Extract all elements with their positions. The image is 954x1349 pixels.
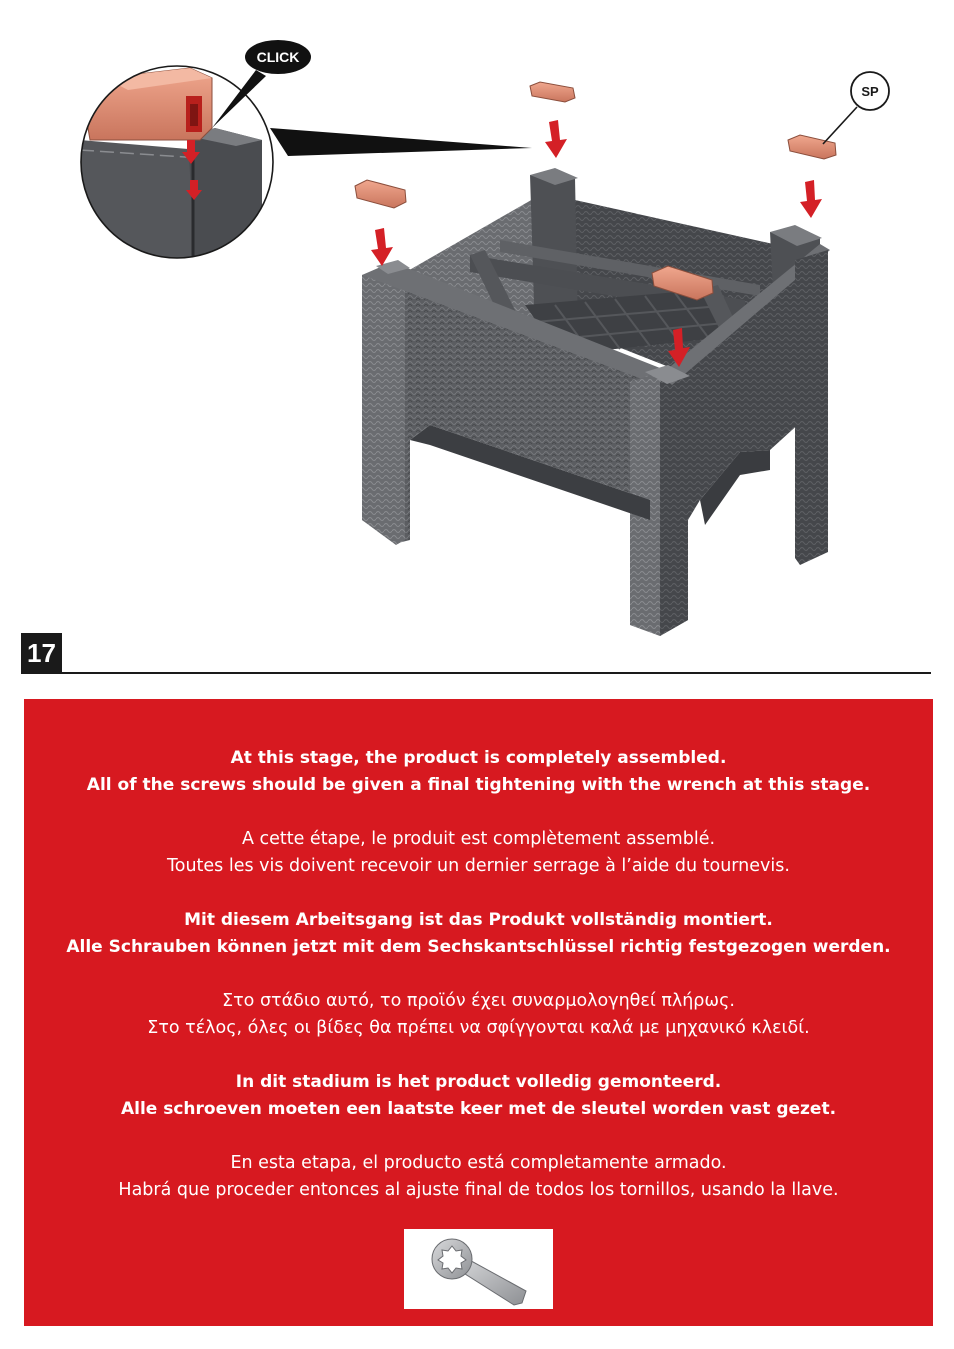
instruction-line: At this stage, the product is completely… [230,748,727,768]
click-label: CLICK [257,49,300,65]
assembly-illustration: SP CLICK [80,40,890,636]
down-arrow-icon [800,180,822,218]
instruction-german: Mit diesem Arbeitsgang ist das Produkt v… [24,907,933,961]
sp-leader-line [822,106,858,145]
spare-part-callout: SP [850,71,890,111]
end-cap-icon [354,179,407,209]
click-pointer [212,70,266,128]
end-cap-icon [529,81,576,103]
wrench-icon [431,1238,527,1306]
instruction-french: A cette étape, le produit est complèteme… [24,826,933,880]
instruction-line: Alle schroeven moeten een laatste keer m… [120,1099,837,1119]
instruction-greek: Στο στάδιο αυτό, το προϊόν έχει συναρμολ… [24,988,933,1042]
instruction-line: Toutes les vis doivent recevoir un derni… [167,856,790,876]
instruction-dutch: In dit stadium is het product volledig g… [24,1069,933,1123]
down-arrow-icon [371,228,393,266]
end-cap-icon [787,134,837,160]
instruction-panel: At this stage, the product is completely… [24,699,933,1326]
step-divider [21,672,931,674]
instruction-line: A cette étape, le produit est complèteme… [241,829,716,849]
down-arrow-icon [668,328,690,367]
click-callout: CLICK [245,40,311,74]
instruction-line: In dit stadium is het product volledig g… [235,1072,722,1092]
instruction-line: En esta etapa, el producto está completa… [230,1153,727,1173]
spare-part-label: SP [861,84,879,99]
instruction-line: Mit diesem Arbeitsgang ist das Produkt v… [184,910,773,930]
wrench-image [404,1229,553,1309]
wicker-table [362,168,830,636]
zoom-pointer [270,128,532,156]
instruction-spanish: En esta etapa, el producto está completa… [24,1150,933,1204]
instruction-line: Habrá que proceder entonces al ajuste fi… [118,1180,839,1200]
instruction-line: Alle Schrauben können jetzt mit dem Sech… [66,937,891,957]
down-arrow-icon [545,120,567,158]
instruction-line: Στο τέλος, όλες οι βίδες θα πρέπει να σφ… [147,1018,810,1038]
step-number: 17 [21,633,62,673]
instruction-line: All of the screws should be given a fina… [86,775,871,795]
instruction-english: At this stage, the product is completely… [24,745,933,799]
instruction-line: Στο στάδιο αυτό, το προϊόν έχει συναρμολ… [222,991,735,1011]
end-cap-icon [651,265,714,301]
zoom-detail [80,65,274,259]
